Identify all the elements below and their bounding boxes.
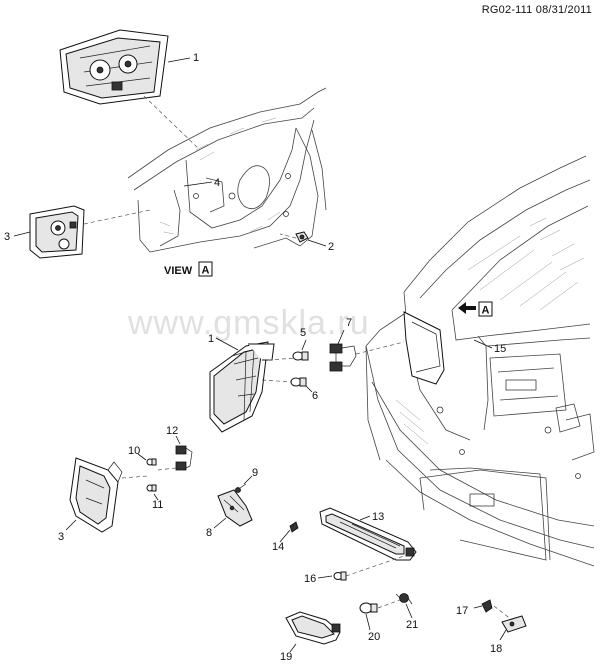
callout-6: 6 (312, 390, 318, 402)
callout-1: 1 (208, 333, 214, 345)
bulb-10 (146, 458, 157, 466)
view-a-label: VIEW (164, 265, 193, 277)
bracket-8 (217, 489, 253, 527)
fog-lamp-19 (285, 611, 341, 645)
screw-9 (235, 483, 247, 493)
callout-1-top: 1 (193, 52, 199, 64)
bulb-5 (292, 351, 309, 361)
callout-3-top: 3 (4, 231, 10, 243)
view-a-marker-letter: A (482, 305, 490, 317)
callout-20: 20 (368, 631, 380, 643)
tail-lamp-housing-rear-view-1 (59, 29, 169, 105)
view-a-letter: A (202, 265, 210, 277)
figure-id: RG02-111 08/31/2011 (481, 4, 592, 16)
view-a-marker: A (458, 301, 493, 317)
bulb-11 (146, 484, 157, 492)
callout-15: 15 (494, 343, 506, 355)
callout-3: 3 (58, 531, 64, 543)
callout-8: 8 (206, 527, 212, 539)
callout-16: 16 (304, 573, 316, 585)
bulb-20 (359, 602, 378, 614)
callout-14: 14 (272, 541, 284, 553)
socket-harness-12 (175, 445, 193, 471)
callout-11: 11 (152, 499, 163, 511)
watermark: www.gmskla.ru (127, 304, 370, 342)
callout-4-top: 4 (214, 177, 220, 189)
callout-13: 13 (372, 511, 384, 523)
liftgate-lamp-3 (69, 457, 123, 533)
license-lamp-18 (501, 615, 527, 633)
liftgate-lamp-rear-view-3 (29, 205, 85, 259)
callout-19: 19 (280, 651, 292, 663)
callout-5: 5 (300, 327, 306, 339)
callout-10: 10 (128, 445, 140, 457)
nut-2 (295, 231, 309, 243)
clip-14 (289, 521, 299, 533)
bulb-6 (290, 377, 307, 387)
liftgate-lamp-15 (403, 311, 445, 385)
callout-21: 21 (406, 619, 418, 631)
callout-7: 7 (346, 317, 352, 329)
tail-lamp-assembly-1 (209, 341, 275, 433)
view-a-inset: 1 4 3 2 VIEW A (4, 29, 334, 277)
center-lamp-13 (319, 507, 417, 561)
socket-harness-7 (329, 343, 357, 372)
view-a-box (198, 261, 213, 277)
socket-21 (395, 593, 413, 605)
callout-2-top: 2 (328, 241, 334, 253)
bulb-16 (333, 571, 347, 581)
vehicle-rear-body (365, 155, 595, 567)
callout-12: 12 (166, 425, 178, 437)
callout-18: 18 (490, 643, 502, 655)
trunk-body-frame (127, 87, 327, 253)
callout-17: 17 (456, 605, 468, 617)
screw-17 (481, 599, 493, 613)
callout-9: 9 (252, 467, 258, 479)
